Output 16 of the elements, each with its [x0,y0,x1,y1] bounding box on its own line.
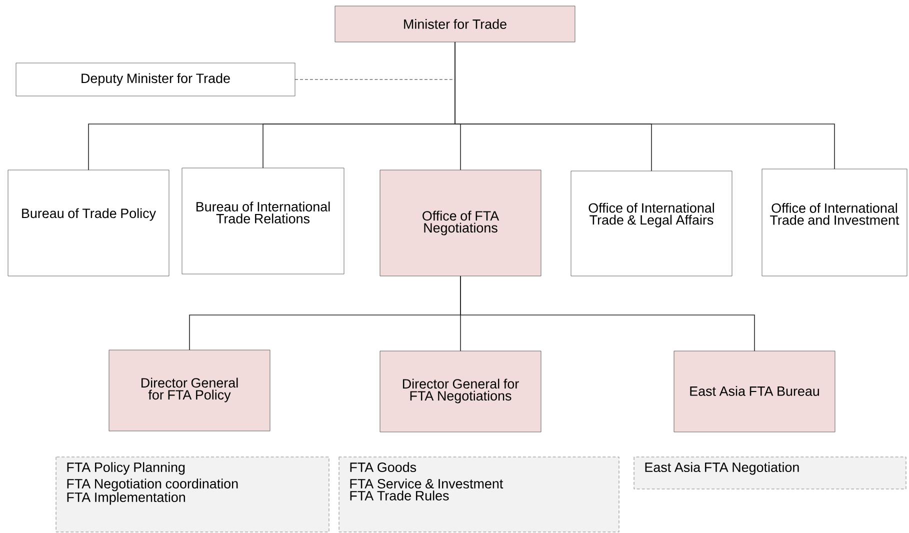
org-box: Office of FTA Negotiations [380,170,542,276]
connector-line [460,276,755,352]
duty-list-box: East Asia FTA Negotiation [634,456,906,490]
duty-list-box: FTA Goods FTA Service & Investment FTA Trade Rules [338,456,620,532]
connector-line [294,79,456,80]
org-box: Office of International Trade & Legal Affairs [570,170,732,276]
org-box: Deputy Minister for Trade [16,62,296,96]
org-box: East Asia FTA Bureau [674,350,836,432]
org-box: Director General for FTA Policy [108,350,270,432]
org-box: Minister for Trade [334,6,576,42]
org-box: Office of International Trade and Investment [762,168,908,276]
connector-line [454,42,835,170]
org-box: Bureau of Trade Policy [8,170,170,276]
org-box: Bureau of International Trade Relations [182,168,344,274]
duty-list-box: FTA Policy Planning FTA Negotiation coordination FTA Implementation [56,456,330,532]
org-box: Director General for FTA Negotiations [380,350,542,432]
